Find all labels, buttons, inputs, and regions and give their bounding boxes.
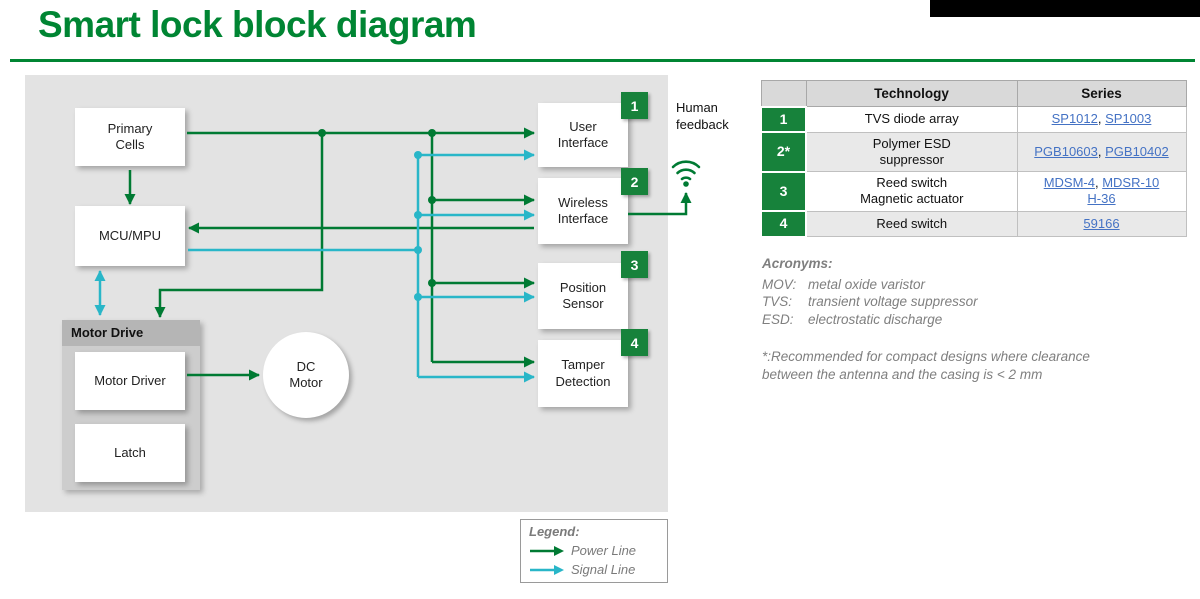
human-feedback-label: Human feedback (676, 100, 729, 132)
acronym-abbr: TVS: (762, 294, 793, 310)
legend-power-label: Power Line (571, 543, 637, 558)
legend-signal-label: Signal Line (571, 562, 636, 577)
row-number-cell: 1 (760, 105, 807, 133)
row-number-cell: 3 (760, 170, 807, 212)
row-number-cell: 2* (760, 131, 807, 173)
series-cell: MDSM-4, MDSR-10 H-36 (1016, 171, 1187, 212)
series-cell: 59166 (1016, 210, 1187, 237)
acronym-definition: transient voltage suppressor (808, 294, 978, 310)
acronym-item: MOV: metal oxide varistor (762, 276, 978, 294)
badge-1: 1 (621, 92, 648, 119)
block-position-sensor: Position Sensor (538, 263, 628, 329)
series-link[interactable]: H-36 (1087, 191, 1116, 207)
acronym-abbr: ESD: (762, 311, 794, 327)
acronym-definition: electrostatic discharge (808, 311, 943, 327)
series-link[interactable]: SP1003 (1105, 111, 1152, 127)
technology-cell: Reed switch (805, 210, 1018, 237)
signal-line-arrow-icon (530, 564, 564, 575)
series-link[interactable]: MDSR-10 (1102, 175, 1160, 190)
logo-placeholder (930, 0, 1200, 17)
acronym-item: ESD: electrostatic discharge (762, 311, 978, 329)
row-number-cell: 4 (760, 210, 807, 238)
col-header-blank (760, 80, 807, 107)
legend-title: Legend: (529, 524, 580, 539)
legend-item-signal: Signal Line (529, 560, 659, 579)
block-tamper-detection: Tamper Detection (538, 340, 628, 407)
series-link[interactable]: PGB10402 (1105, 143, 1169, 159)
technology-cell: TVS diode array (805, 106, 1018, 133)
series-link[interactable]: 59166 (1083, 215, 1120, 231)
block-user-interface: User Interface (538, 103, 628, 167)
block-dc-motor: DC Motor (263, 332, 349, 418)
badge-3: 3 (621, 251, 648, 278)
series-cell: SP1012, SP1003 (1016, 106, 1187, 133)
col-header-technology: Technology (805, 80, 1018, 107)
series-cell: PGB10603, PGB10402 (1016, 131, 1187, 172)
motor-drive-label: Motor Drive (62, 320, 200, 346)
wifi-icon (671, 160, 701, 187)
acronym-definition: metal oxide varistor (808, 276, 926, 292)
acronyms-title: Acronyms: (762, 256, 833, 271)
acronym-item: TVS: transient voltage suppressor (762, 293, 978, 311)
technology-cell: Polymer ESD suppressor (805, 131, 1018, 172)
badge-4: 4 (621, 329, 648, 356)
title-divider (10, 59, 1195, 62)
footnote: *:Recommended for compact designs where … (762, 349, 1090, 383)
power-line-arrow-icon (530, 545, 564, 556)
legend-item-power: Power Line (529, 541, 659, 560)
series-link[interactable]: SP1012 (1051, 111, 1098, 127)
block-wireless-interface: Wireless Interface (538, 178, 628, 244)
block-motor-driver: Motor Driver (75, 352, 185, 410)
block-latch: Latch (75, 424, 185, 482)
badge-2: 2 (621, 168, 648, 195)
technology-cell: Reed switch Magnetic actuator (805, 171, 1018, 212)
series-link[interactable]: PGB10603 (1034, 143, 1098, 159)
acronym-abbr: MOV: (762, 276, 797, 292)
series-link[interactable]: MDSM-4 (1043, 175, 1095, 190)
page-title: Smart lock block diagram (38, 4, 477, 45)
col-header-series: Series (1016, 80, 1187, 107)
block-mcu-mpu: MCU/MPU (75, 206, 185, 266)
legend: Legend: Power Line Signal Line (520, 519, 668, 583)
block-primary-cells: Primary Cells (75, 108, 185, 166)
